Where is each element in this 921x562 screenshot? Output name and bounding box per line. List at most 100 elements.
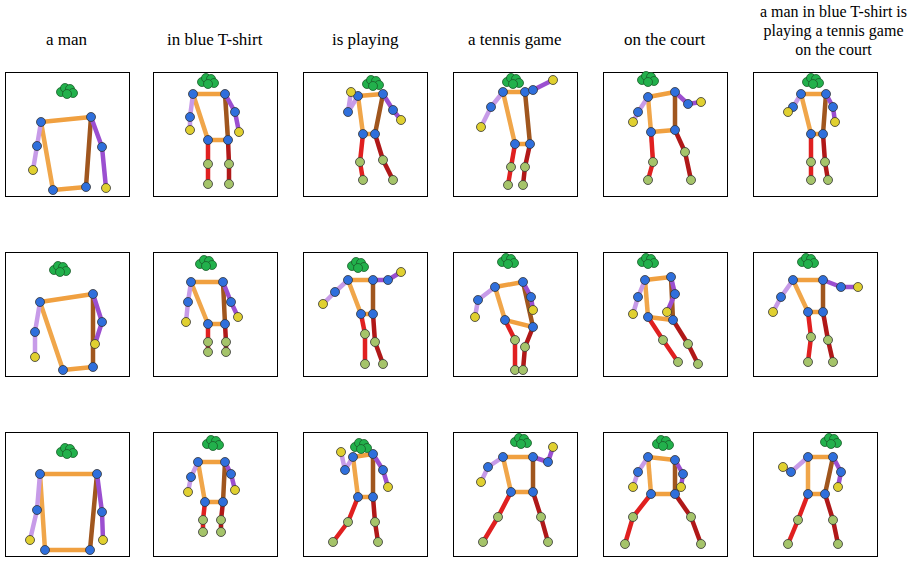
- skeleton-joint: [769, 308, 778, 317]
- skeleton-joint: [804, 358, 813, 367]
- skeleton-joint: [671, 290, 680, 299]
- panel-frame: [604, 73, 728, 197]
- skeleton-bone: [86, 117, 91, 187]
- skeleton-joint: [501, 316, 510, 325]
- skeleton-joint: [779, 463, 788, 472]
- skeleton-joint: [344, 518, 353, 527]
- pose-panel: [304, 253, 428, 377]
- pose-panel: [754, 253, 878, 377]
- skeleton-bone: [40, 294, 93, 302]
- head-keypoint: [369, 82, 378, 91]
- panel-frame: [304, 73, 428, 197]
- skeleton-bone: [531, 457, 536, 492]
- skeleton-joint: [529, 488, 538, 497]
- skeleton-bone: [503, 92, 515, 144]
- skeleton-joint: [507, 163, 516, 172]
- skeleton-joint: [549, 443, 558, 452]
- skeleton-joint: [359, 130, 368, 139]
- skeleton-joint: [349, 453, 358, 462]
- skeleton-joint: [102, 184, 111, 193]
- skeleton-joint: [36, 470, 45, 479]
- skeleton-joint: [837, 468, 846, 477]
- skeleton-joint: [222, 338, 231, 347]
- panel-frame: [304, 433, 428, 557]
- skeleton-bone: [793, 280, 808, 312]
- panel-frame: [154, 253, 278, 377]
- skeleton-joint: [537, 513, 546, 522]
- skeleton-joint: [671, 88, 680, 97]
- skeleton-joint: [361, 360, 370, 369]
- skeleton-joint: [807, 158, 816, 167]
- skeleton-joint: [184, 488, 193, 497]
- skeleton-joint: [671, 490, 680, 499]
- skeleton-joint: [641, 276, 650, 285]
- skeleton-bone: [40, 472, 97, 477]
- skeleton-joint: [831, 118, 840, 127]
- skeleton-joint: [99, 536, 108, 545]
- skeleton-joint: [182, 318, 191, 327]
- skeleton-joint: [471, 313, 480, 322]
- skeleton-joint: [807, 333, 816, 342]
- skeleton-joint: [834, 483, 843, 492]
- skeleton-bone: [495, 287, 505, 320]
- skeleton-joint: [494, 513, 503, 522]
- skeleton-bone: [371, 280, 376, 314]
- skeleton-joint: [204, 338, 213, 347]
- skeleton-joint: [199, 516, 208, 525]
- skeleton-bone: [525, 92, 530, 144]
- panel-frame: [154, 73, 278, 197]
- skeleton-joint: [794, 516, 803, 525]
- skeleton-joint: [187, 278, 196, 287]
- skeleton-joint: [499, 88, 508, 97]
- skeleton-joint: [821, 158, 830, 167]
- skeleton-joint: [681, 148, 690, 157]
- skeleton-joint: [227, 298, 236, 307]
- pose-panel: [6, 73, 130, 197]
- pose-panel: [154, 433, 278, 557]
- column-heading: is playing: [332, 30, 399, 50]
- skeleton-joint: [371, 130, 380, 139]
- skeleton-joint: [59, 366, 68, 375]
- skeleton-bone: [648, 97, 651, 132]
- skeleton-joint: [487, 103, 496, 112]
- skeleton-joint: [184, 298, 193, 307]
- skeleton-joint: [379, 90, 388, 99]
- skeleton-joint: [544, 538, 553, 547]
- skeleton-bone: [53, 187, 86, 190]
- skeleton-bone: [97, 474, 102, 512]
- skeleton-bone: [806, 457, 811, 494]
- skeleton-bone: [102, 147, 106, 188]
- column-heading: a man in blue T-shirt is playing a tenni…: [756, 2, 911, 59]
- skeleton-joint: [511, 140, 520, 149]
- skeleton-joint: [234, 313, 243, 322]
- skeleton-joint: [369, 276, 378, 285]
- skeleton-joint: [31, 353, 40, 362]
- skeleton-joint: [804, 490, 813, 499]
- skeleton-joint: [344, 276, 353, 285]
- skeleton-joint: [389, 106, 398, 115]
- skeleton-joint: [499, 453, 508, 462]
- skeleton-joint: [204, 180, 213, 189]
- pose-panel: [6, 433, 130, 557]
- skeleton-joint: [663, 308, 672, 317]
- skeleton-joint: [529, 453, 538, 462]
- skeleton-joint: [231, 108, 240, 117]
- pose-panel: [754, 433, 878, 557]
- skeleton-bone: [223, 462, 225, 502]
- column-heading: on the court: [624, 30, 705, 50]
- pose-panel: [6, 253, 130, 377]
- skeleton-joint: [474, 296, 483, 305]
- skeleton-joint: [201, 498, 210, 507]
- skeleton-joint: [341, 466, 350, 475]
- skeleton-joint: [231, 486, 240, 495]
- skeleton-joint: [694, 360, 703, 369]
- skeleton-joint: [824, 176, 833, 185]
- skeleton-joint: [359, 176, 368, 185]
- skeleton-joint: [33, 142, 42, 151]
- skeleton-joint: [819, 308, 828, 317]
- skeleton-joint: [219, 278, 228, 287]
- skeleton-joint: [397, 116, 406, 125]
- skeleton-bone: [40, 302, 63, 370]
- skeleton-joint: [224, 136, 233, 145]
- skeleton-joint: [687, 513, 696, 522]
